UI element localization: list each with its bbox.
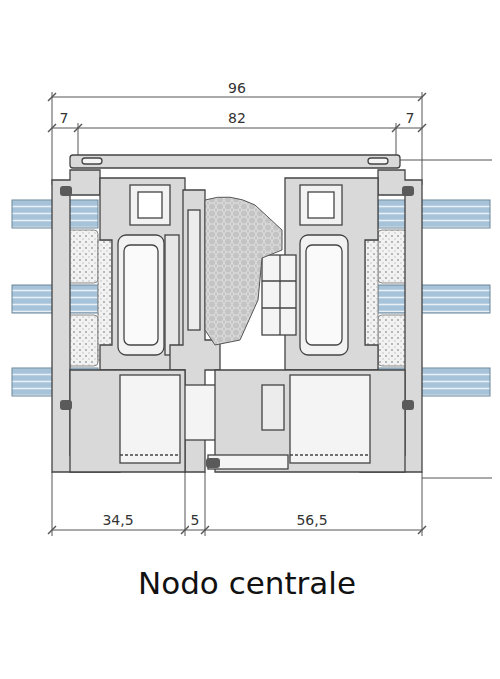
dimension-lines: [48, 92, 492, 536]
dimension-value: 7: [404, 110, 417, 126]
dimension-value: 7: [58, 110, 71, 126]
profiles: [52, 155, 422, 472]
seal-gaskets: [60, 186, 414, 468]
caption: Nodo centrale: [138, 565, 356, 601]
dimension-value: 96: [226, 80, 248, 96]
central-gasket: [205, 197, 282, 345]
dimension-value: 56,5: [294, 512, 329, 528]
dimension-value: 82: [226, 110, 248, 126]
dimension-value: 34,5: [100, 512, 135, 528]
dimension-value: 5: [189, 512, 202, 528]
